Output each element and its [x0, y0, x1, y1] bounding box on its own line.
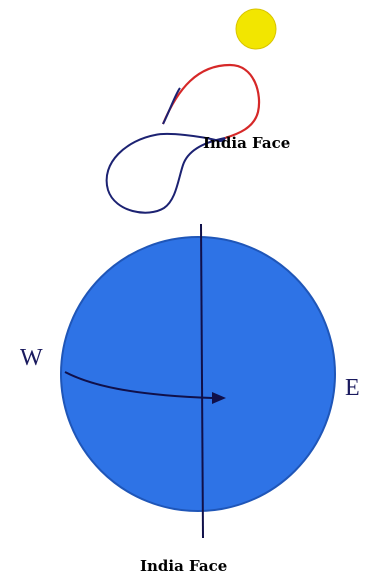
west-label: W [20, 345, 43, 371]
earth-globe [61, 237, 335, 511]
upper-india-face-label: India Face [203, 134, 290, 152]
sun-icon [236, 9, 276, 49]
analemma-upper-red-segment [163, 65, 259, 138]
east-label: E [345, 375, 360, 401]
lower-india-face-label: India Face [140, 557, 227, 575]
